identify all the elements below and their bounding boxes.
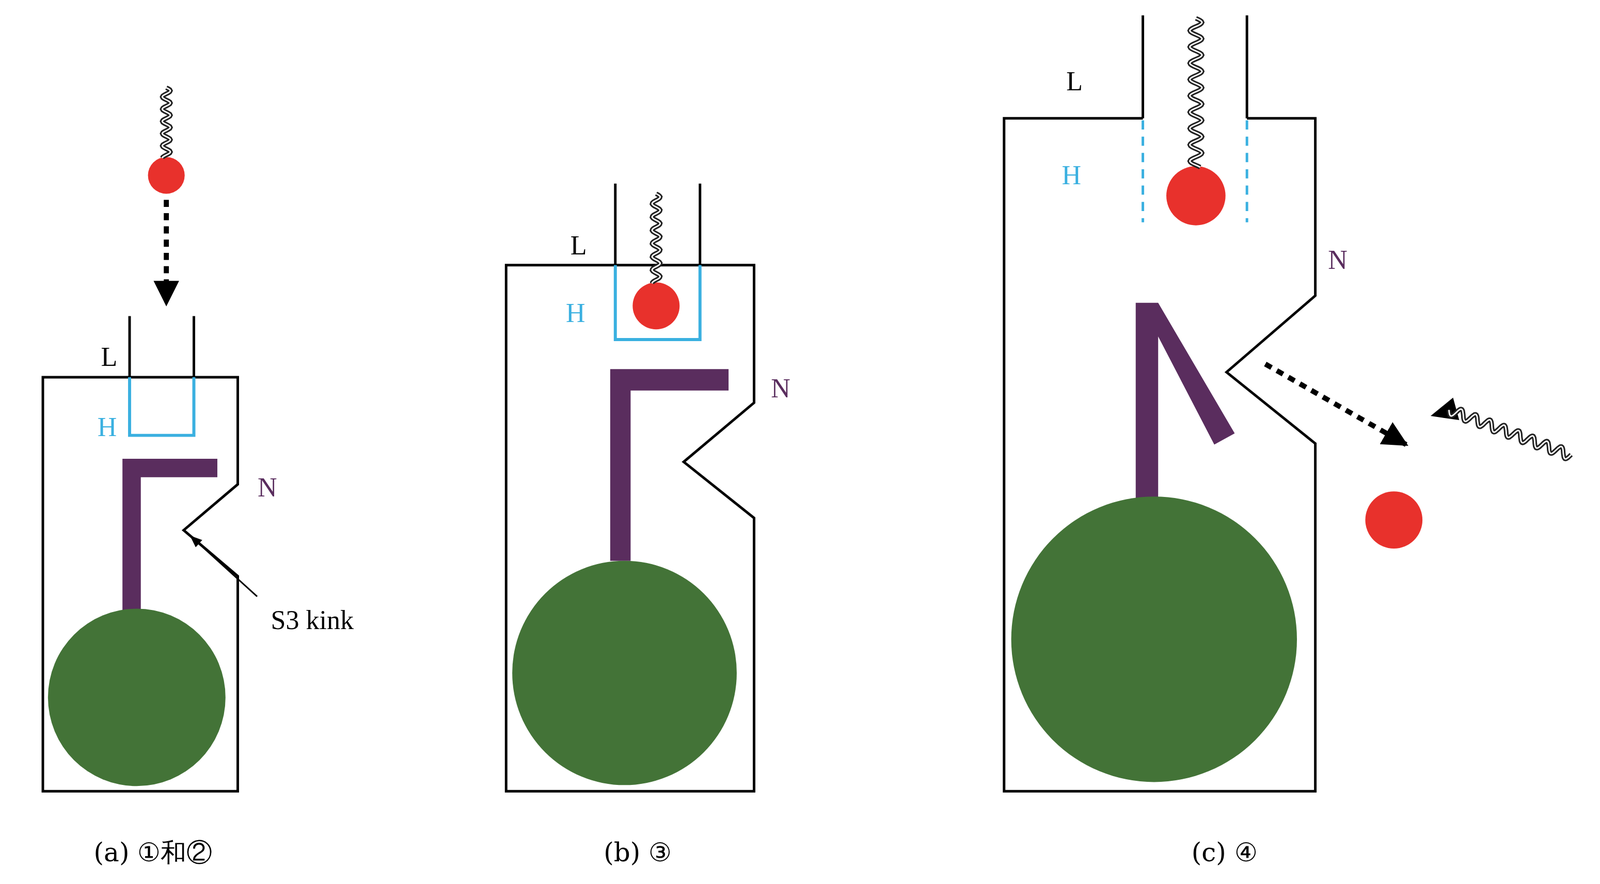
channel-body xyxy=(1004,118,1316,792)
part-label: L xyxy=(1066,67,1083,97)
part-label: N xyxy=(770,373,791,404)
part-label: H xyxy=(565,298,586,328)
ligand-head xyxy=(1166,166,1226,226)
dashed-arrow xyxy=(1265,363,1407,445)
tube-wall xyxy=(128,315,132,378)
lipid-tail xyxy=(652,193,661,284)
leader-line xyxy=(191,536,258,597)
lipid-tail xyxy=(162,87,171,158)
s4-segment xyxy=(610,369,729,561)
lipid-tail xyxy=(652,193,661,284)
domain-ball xyxy=(512,561,737,786)
tube-wall xyxy=(698,183,702,266)
part-label: L xyxy=(570,231,588,261)
ligand-head xyxy=(148,156,185,194)
s4-segment xyxy=(122,458,218,612)
part-label: H xyxy=(1061,160,1082,190)
s4-segment xyxy=(1135,303,1235,500)
panel-b xyxy=(505,183,754,792)
tube-wall xyxy=(192,315,196,378)
hydrophobic-cup xyxy=(129,377,195,436)
panel-c xyxy=(1004,15,1407,792)
part-label: S3 kink xyxy=(271,605,354,636)
open-cup-wall xyxy=(1141,120,1145,223)
channel-body xyxy=(42,377,238,792)
lipid-tail xyxy=(1448,409,1572,460)
lipid-tails xyxy=(162,18,1572,460)
lipid-tail xyxy=(162,87,171,158)
tube-wall xyxy=(1245,15,1249,119)
domain-ball xyxy=(1011,496,1297,783)
lipid-tail xyxy=(1448,409,1572,460)
channel-body xyxy=(505,265,754,792)
lipid-tail xyxy=(1189,18,1202,168)
panel-caption: (a) ①和② xyxy=(93,838,213,868)
part-label: N xyxy=(257,472,278,503)
ligand-head xyxy=(1365,491,1423,549)
panel-caption: (c) ④ xyxy=(1191,838,1258,868)
part-label: N xyxy=(1327,245,1348,275)
domain-ball xyxy=(48,609,226,787)
tube-wall xyxy=(613,183,617,266)
part-label: H xyxy=(97,413,118,443)
open-cup-wall xyxy=(1245,120,1249,223)
panel-caption: (b) ③ xyxy=(603,838,672,868)
panel-a xyxy=(42,199,258,792)
tube-wall xyxy=(1141,15,1145,119)
ligand-head xyxy=(632,282,680,330)
part-label: L xyxy=(101,342,118,372)
dashed-arrow xyxy=(163,199,169,305)
lipid-tail xyxy=(1189,18,1202,168)
